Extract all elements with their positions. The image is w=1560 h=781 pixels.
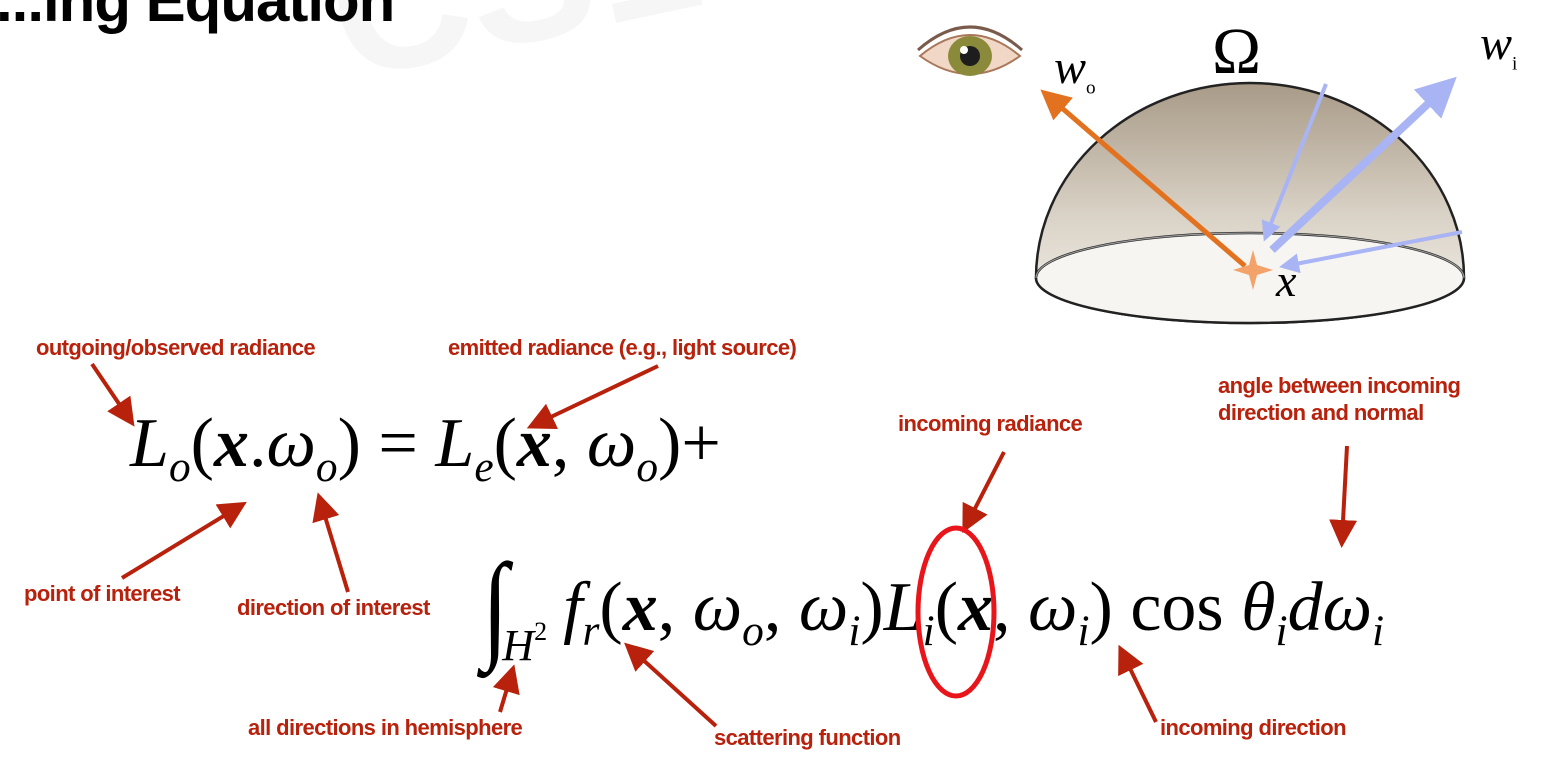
label-angle-line2: direction and normal [1218, 400, 1424, 425]
eye-icon [914, 22, 1026, 91]
label-incoming-direction: incoming direction [1160, 715, 1347, 740]
label-incoming-radiance: incoming radiance [898, 411, 1083, 436]
label-direction-of-interest: direction of interest [237, 595, 430, 620]
label-point-of-interest: point of interest [24, 581, 181, 606]
outgoing-ray [1040, 89, 1247, 268]
slide-title: ...ing Equation [0, 0, 395, 34]
incoming-ray-2 [1269, 76, 1457, 253]
label-outgoing-radiance: outgoing/observed radiance [36, 335, 316, 360]
label-angle: angle between incoming direction and nor… [1218, 372, 1461, 426]
label-scattering-function: scattering function [714, 725, 901, 750]
label-angle-line1: angle between incoming [1218, 373, 1461, 398]
omega-label: Ω [1212, 15, 1262, 88]
incoming-ray-1 [1261, 83, 1328, 242]
equation-line-1: Lo(x.ωo) = Le(x, ωo)+ [130, 405, 721, 492]
incoming-ray-3 [1279, 230, 1463, 274]
wo-label: wo [1054, 41, 1096, 99]
label-emitted-radiance: emitted radiance (e.g., light source) [448, 335, 797, 360]
label-hemisphere: all directions in hemisphere [248, 715, 523, 740]
point-star [1233, 250, 1273, 290]
wi-label: wi [1480, 17, 1518, 75]
x-label: x [1276, 255, 1297, 306]
